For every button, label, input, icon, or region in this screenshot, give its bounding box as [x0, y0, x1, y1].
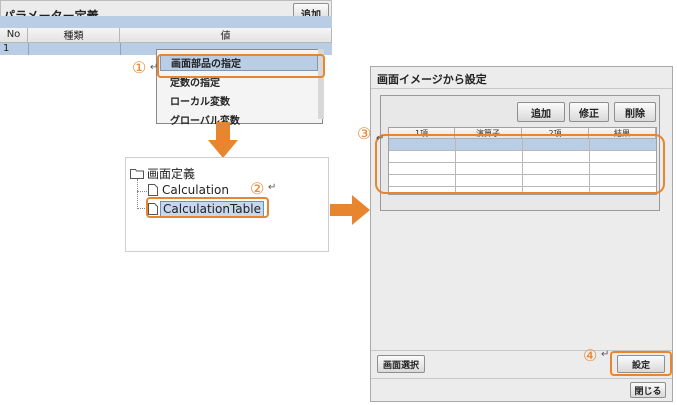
column-header-value[interactable]: 値 [120, 27, 332, 43]
step4-number: ④ [583, 346, 598, 365]
dialog-divider [371, 378, 672, 379]
dialog-divider [371, 350, 672, 351]
select-screen-button[interactable]: 画面選択 [377, 355, 425, 373]
column-header-type[interactable]: 種類 [28, 27, 120, 43]
tree-node-label: Calculation [162, 183, 229, 197]
grid-header-operator[interactable]: 演算子 [455, 128, 522, 139]
step3-highlight [375, 134, 665, 194]
tree-root-node[interactable]: 画面定義 [130, 165, 195, 182]
set-button[interactable]: 設定 [617, 355, 665, 373]
dialog-title: 画面イメージから設定 [377, 73, 487, 86]
row-separator [120, 43, 121, 55]
step2-pointer-icon: ↵ [268, 182, 277, 193]
step3-pointer-icon: ↵ [376, 133, 385, 144]
grid-column-line [589, 139, 590, 194]
delete-row-button[interactable]: 削除 [614, 102, 656, 122]
step2-number: ② [250, 179, 265, 198]
arrow-right-icon [330, 195, 370, 225]
dropdown-item-local-variable[interactable]: ローカル変数 [170, 97, 230, 108]
step4-pointer-icon: ↵ [601, 349, 610, 360]
step1-number: ① [132, 58, 147, 77]
tree-connector [137, 208, 147, 209]
dropdown-item-constant[interactable]: 定数の指定 [170, 78, 220, 89]
row-number-label: 1 [3, 43, 10, 54]
step1-highlight [157, 54, 325, 78]
row-separator [28, 43, 29, 55]
table-row[interactable] [0, 16, 332, 28]
step2-highlight [146, 197, 269, 218]
file-icon [148, 184, 158, 196]
step3-number: ③ [357, 124, 372, 143]
step4-highlight [610, 351, 672, 376]
tree-root-label: 画面定義 [147, 167, 196, 181]
grid-column-line [522, 139, 523, 194]
dropdown-scrollbar[interactable] [318, 49, 324, 119]
folder-icon [130, 169, 144, 179]
add-row-button[interactable]: 追加 [517, 102, 565, 122]
tree-connector [137, 191, 147, 192]
tree-connector [137, 179, 138, 209]
tree-node-calculation[interactable]: Calculation [148, 183, 229, 197]
column-header-no[interactable]: No [0, 27, 28, 43]
grid-header-result[interactable]: 結果 [589, 128, 656, 139]
step1-pointer-icon: ↵ [150, 62, 159, 73]
grid-header-operand1[interactable]: 1項 [389, 128, 455, 139]
grid-column-line [455, 139, 456, 194]
edit-row-button[interactable]: 修正 [569, 102, 609, 122]
dialog-divider [371, 88, 672, 89]
arrow-down-icon [208, 122, 238, 158]
close-button[interactable]: 閉じる [630, 382, 666, 398]
dropdown-item-global-variable[interactable]: グローバル変数 [170, 116, 240, 127]
grid-header-operand2[interactable]: 2項 [522, 128, 589, 139]
file-icon [148, 203, 158, 215]
